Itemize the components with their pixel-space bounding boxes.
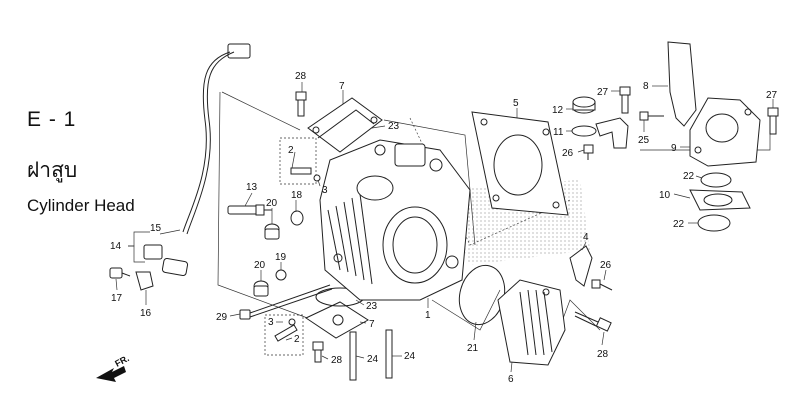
callout-26-right: 26 (600, 260, 612, 271)
spark-plug-13 (227, 204, 272, 216)
callout-24-right: 24 (404, 351, 416, 362)
callout-27-left: 27 (597, 87, 609, 98)
callout-7-lower: 7 (369, 319, 375, 330)
callout-7-top: 7 (339, 81, 345, 92)
heat-shield-8 (667, 41, 697, 127)
bolt-27-right (767, 107, 779, 135)
callout-5: 5 (513, 98, 519, 109)
washer-11 (571, 125, 597, 137)
tappet-cover-7-upper (307, 97, 383, 153)
callout-2-lower: 2 (294, 334, 300, 345)
fittings-2-3-lower (264, 314, 304, 356)
callout-29: 29 (216, 312, 228, 323)
leader-lines (115, 82, 774, 373)
callout-17: 17 (111, 293, 123, 304)
callout-13: 13 (246, 182, 258, 193)
callout-25: 25 (638, 135, 650, 146)
callout-6: 6 (508, 374, 514, 385)
callout-8: 8 (643, 81, 649, 92)
callout-28-right: 28 (597, 349, 609, 360)
cap-20-upper-body (264, 228, 280, 240)
bolt-28-bottom (312, 341, 324, 363)
callout-28-top: 28 (295, 71, 307, 82)
callout-27-right: 27 (766, 90, 778, 101)
section-code: E - 1 (27, 108, 77, 131)
callout-labels: 28 7 23 2 3 13 18 20 15 14 20 19 17 16 2… (110, 71, 778, 385)
callout-22-upper: 22 (683, 171, 695, 182)
callout-20-upper: 20 (266, 198, 278, 209)
callout-18: 18 (291, 190, 303, 201)
bolt-28-top (295, 91, 307, 117)
cap-20-lower-body (253, 285, 269, 297)
cylinder-head-1 (319, 139, 471, 301)
side-cover-6 (497, 279, 566, 366)
fittings-2-3-upper (279, 137, 321, 185)
bolt-26-right (591, 279, 613, 291)
callout-19: 19 (275, 252, 287, 263)
bracket-11 (595, 117, 629, 149)
front-direction-arrow: FR. (96, 353, 131, 382)
callout-21: 21 (467, 343, 479, 354)
head-gasket-5 (471, 111, 569, 216)
callout-3-upper: 3 (322, 185, 328, 196)
callout-12: 12 (552, 105, 564, 116)
tappet-cover-7-lower (304, 301, 369, 339)
stud-bolt-24-right (385, 329, 393, 379)
callout-22-lower: 22 (673, 219, 685, 230)
o-ring-22-upper (700, 172, 732, 188)
washer-19 (275, 269, 287, 281)
callout-23-lower: 23 (366, 301, 378, 312)
callout-15: 15 (150, 223, 162, 234)
o-ring-22-lower (697, 214, 731, 232)
callout-23-top: 23 (388, 121, 400, 132)
intake-manifold-9 (689, 97, 761, 167)
callout-24-left: 24 (367, 354, 379, 365)
callout-28-bottom: 28 (331, 355, 343, 366)
bolt-17-and-clamp-16 (109, 267, 154, 291)
bolt-28-right (574, 311, 612, 332)
bolt-27-left (619, 86, 631, 114)
callout-11: 11 (553, 127, 564, 138)
bolt-26-upper (583, 144, 594, 160)
insulator-10 (689, 189, 751, 211)
front-direction-label: FR. (113, 353, 130, 369)
stud-bolt-24-left (349, 331, 357, 381)
callout-2-upper: 2 (288, 145, 294, 156)
section-title-english: Cylinder Head (27, 196, 135, 215)
section-title-thai: ฝาสูบ (27, 158, 78, 182)
callout-4: 4 (583, 232, 589, 243)
callout-3-lower: 3 (268, 317, 274, 328)
washer-18 (290, 210, 304, 226)
callout-9: 9 (671, 143, 677, 154)
temperature-sensor-wire-part (143, 43, 251, 277)
bolt-25 (639, 111, 664, 121)
callout-20-lower: 20 (254, 260, 266, 271)
callout-10: 10 (659, 190, 671, 201)
callout-1: 1 (425, 310, 431, 321)
rubber-mount-12 (572, 96, 596, 114)
callout-16: 16 (140, 308, 152, 319)
callout-26-upper: 26 (562, 148, 574, 159)
callout-14: 14 (110, 241, 122, 252)
